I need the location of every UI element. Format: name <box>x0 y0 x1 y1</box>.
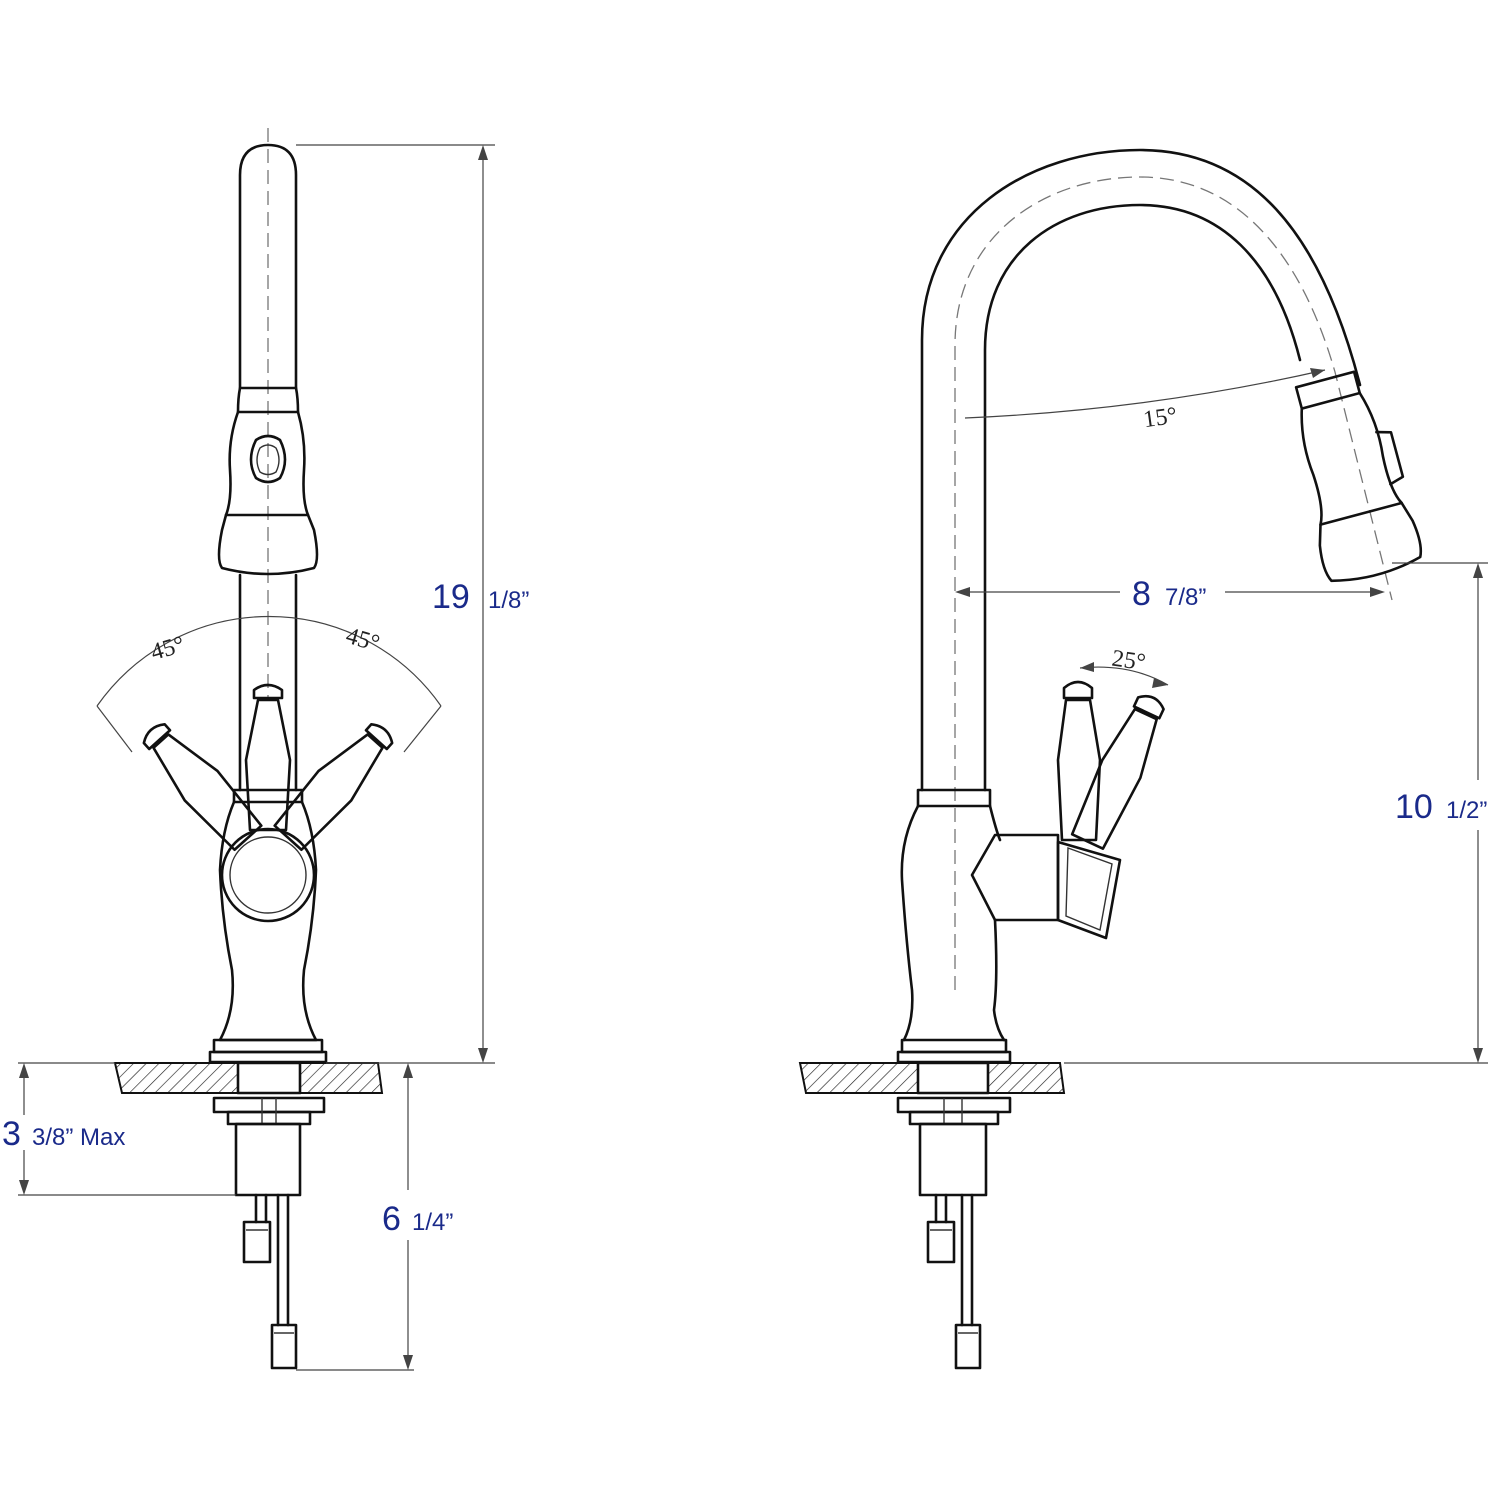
side-spout-centerline <box>954 176 1393 990</box>
side-body <box>896 788 1012 1064</box>
reach-whole: 8 <box>1132 575 1151 613</box>
angle-left-label: 45° <box>148 632 187 666</box>
deck-thickness-whole: 3 <box>2 1115 21 1153</box>
angle-right-label: 45° <box>343 623 382 657</box>
reach-fraction: 7/8” <box>1165 584 1206 611</box>
side-handle-tilted <box>1070 694 1165 850</box>
side-handle-hub <box>970 833 1122 940</box>
below-deck-whole: 6 <box>382 1200 401 1238</box>
side-view: 15° 8 7/8” 25° <box>798 148 1488 1370</box>
side-mounting-hardware <box>896 1061 1012 1197</box>
angle-spray-label: 15° <box>1142 403 1179 433</box>
front-spout-column <box>238 573 298 792</box>
front-handle-swing-arc <box>96 615 442 707</box>
front-spout <box>238 143 298 390</box>
deck-thickness-fraction: 3/8” Max <box>32 1124 125 1151</box>
front-view: 45° 45° 19 1/8” 3 3/8” Max 6 1/4” <box>2 128 529 1371</box>
front-deck <box>113 1062 384 1094</box>
front-handle-right <box>273 722 394 852</box>
front-handle-center <box>244 683 292 832</box>
spout-height-fraction: 1/2” <box>1446 797 1487 824</box>
front-handle-left <box>142 722 263 852</box>
overall-height-fraction: 1/8” <box>488 587 529 614</box>
angle-side-label: 25° <box>1110 646 1147 676</box>
spray-head-arc <box>964 369 1326 419</box>
overall-height-whole: 19 <box>432 578 470 616</box>
side-deck <box>798 1062 1066 1094</box>
side-supply-lines <box>926 1193 982 1370</box>
spout-height-whole: 10 <box>1395 788 1433 826</box>
side-spout-inner <box>983 203 1302 792</box>
side-spout-outer <box>920 148 1362 792</box>
front-spray-head <box>217 386 319 576</box>
front-supply-lines <box>242 1193 298 1370</box>
below-deck-fraction: 1/4” <box>412 1209 453 1236</box>
side-spray-head <box>1294 370 1423 583</box>
front-mounting-hardware <box>212 1061 326 1197</box>
side-handle-upright <box>1056 680 1102 842</box>
